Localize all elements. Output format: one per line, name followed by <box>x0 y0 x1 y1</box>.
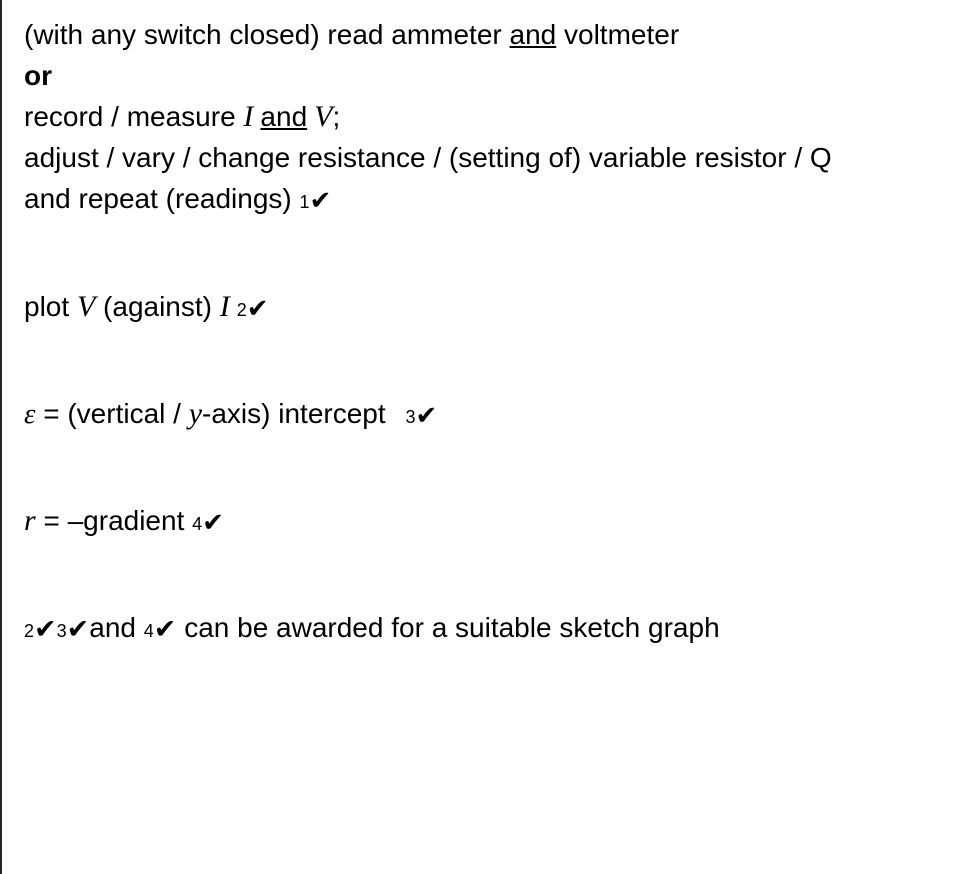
read-meters-prefix-text: (with any switch closed) read ammeter <box>24 19 510 50</box>
tick-icon: ✔ <box>202 508 224 538</box>
mark-point-number-3: 3 <box>56 621 67 641</box>
emf-suffix-text: -axis) intercept <box>202 398 394 429</box>
tick-icon: ✔ <box>415 401 438 431</box>
block-spacer <box>24 223 970 286</box>
mark-scheme-line-adjust-resistance: adjust / vary / change resistance / (set… <box>24 137 869 178</box>
repeat-text: and repeat (readings) <box>24 183 300 214</box>
resistance-gradient-text: = –gradient <box>35 505 193 536</box>
tick-icon: ✔ <box>66 614 90 645</box>
read-meters-suffix-text: voltmeter <box>556 19 680 50</box>
record-and-underlined: and <box>260 101 308 132</box>
emf-middle-text: = (vertical / <box>35 398 189 429</box>
mark-scheme-line-internal-resistance: r = –gradient 4✔ <box>24 500 970 545</box>
note-suffix-text: can be awarded for a suitable sketch gra… <box>176 612 720 643</box>
block-spacer <box>24 438 970 500</box>
block-spacer <box>24 545 970 607</box>
mark-point-number-2: 2 <box>24 621 35 641</box>
mark-point-number-2: 2 <box>236 300 247 320</box>
mark-point-number-1: 1 <box>299 192 310 212</box>
tick-icon: ✔ <box>246 294 269 324</box>
variable-internal-resistance-r: r <box>24 504 36 537</box>
adjust-resistance-text: adjust / vary / change resistance / (set… <box>24 142 832 173</box>
note-and-text: and <box>89 612 144 643</box>
variable-emf-epsilon: ε <box>24 398 36 430</box>
variable-current-I: I <box>243 100 254 133</box>
variable-current-I: I <box>219 290 230 323</box>
tick-icon: ✔ <box>153 614 177 645</box>
record-prefix-text: record / measure <box>24 101 244 132</box>
variable-voltage-V: V <box>76 290 96 323</box>
read-meters-and-underlined: and <box>509 19 557 50</box>
mark-scheme-line-or: or <box>24 55 970 96</box>
tick-icon: ✔ <box>34 614 57 645</box>
mark-scheme-line-emf-intercept: ε = (vertical / y-axis) intercept 3✔ <box>24 393 970 438</box>
mark-scheme-line-sketch-graph-note: 2✔3✔and 4✔ can be awarded for a suitable… <box>24 607 970 652</box>
mark-point-number-4: 4 <box>192 514 203 534</box>
mark-point-number-4: 4 <box>143 621 154 641</box>
mark-scheme-line-read-meters: (with any switch closed) read ammeter an… <box>24 14 869 55</box>
variable-voltage-V: V <box>314 100 333 133</box>
or-keyword: or <box>24 60 52 91</box>
tick-icon: ✔ <box>309 186 332 216</box>
plot-middle-text: (against) <box>95 291 220 322</box>
record-suffix-semicolon: ; <box>332 101 341 132</box>
block-spacer <box>24 331 970 393</box>
plot-prefix-text: plot <box>24 291 77 322</box>
mark-point-number-3: 3 <box>405 407 416 427</box>
variable-axis-y: y <box>188 397 203 430</box>
mark-scheme-line-repeat: and repeat (readings) 1✔ <box>24 178 970 223</box>
